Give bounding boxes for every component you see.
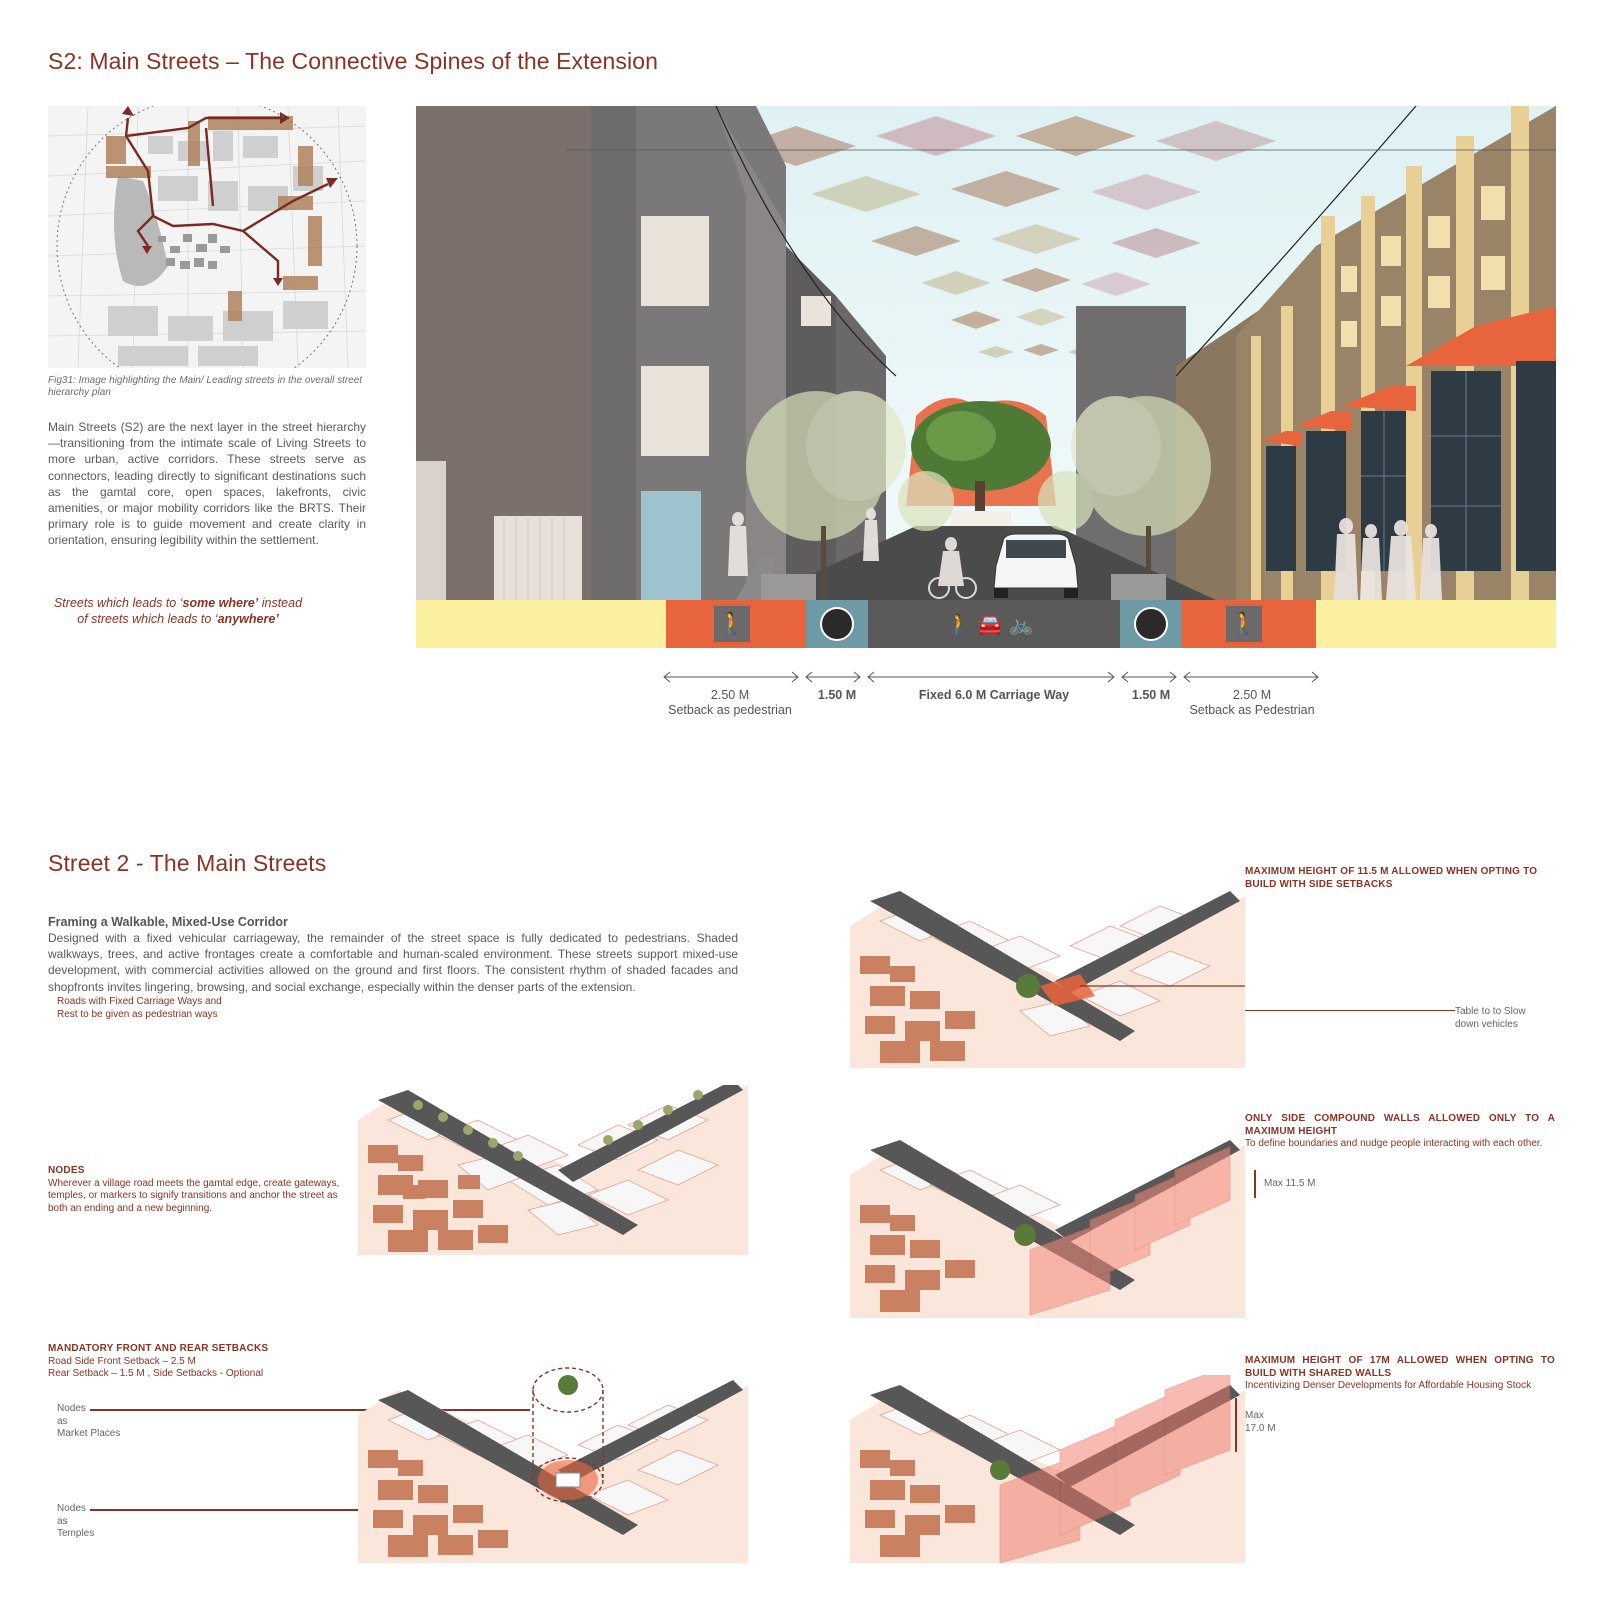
leader-line [90, 1409, 530, 1411]
axon-shared-walls-diagram [850, 1375, 1245, 1563]
rule-compound-walls: ONLY SIDE COMPOUND WALLS ALLOWED ONLY TO… [1245, 1113, 1555, 1149]
pedestrian-icon: 🚶 [718, 611, 746, 636]
axon-compound-wall-diagram [850, 1135, 1245, 1318]
dimension-left-tree-zone: 1.50 M [817, 688, 857, 702]
dimension-right-tree-zone: 1.50 M [1131, 688, 1171, 702]
rule-shared-walls: MAXIMUM HEIGHT OF 17M ALLOWED WHEN OPTIN… [1245, 1355, 1555, 1391]
hierarchy-map [48, 106, 366, 368]
rule-height-side-setbacks: MAXIMUM HEIGHT OF 11.5 M ALLOWED WHEN OP… [1245, 866, 1538, 890]
tagline-quote: Streets which leads to ‘some where’ inst… [53, 596, 303, 626]
street-section-strip [416, 600, 1556, 648]
pedestrian-icon: 🚶 [1230, 611, 1258, 636]
leader-line [1245, 1010, 1455, 1011]
dimension-lines [662, 670, 1320, 684]
dimension-carriageway: Fixed 6.0 M Carriage Way [918, 688, 1070, 702]
mixed-traffic-icons: 🚶🚘🚲 [946, 614, 1040, 636]
section-body: Designed with a fixed vehicular carriage… [48, 931, 738, 994]
map-caption: Fig31: Image highlighting the Main/ Lead… [48, 375, 363, 398]
height-marker [1254, 1170, 1256, 1198]
intro-paragraph: Main Streets (S2) are the next layer in … [48, 420, 366, 548]
section-title: Street 2 - The Main Streets [48, 850, 327, 876]
page-title: S2: Main Streets – The Connective Spines… [48, 48, 659, 74]
setbacks-block: MANDATORY FRONT AND REAR SETBACKS Road S… [48, 1343, 269, 1379]
axon-setbacks-diagram [358, 1365, 748, 1563]
leader-line [90, 1509, 530, 1511]
axon-table-diagram [850, 886, 1245, 1068]
axon-nodes-diagram [358, 1085, 748, 1255]
height-marker [1235, 1398, 1237, 1452]
nodes-block: NODES Wherever a village road meets the … [48, 1165, 340, 1214]
section-subtitle: Framing a Walkable, Mixed-Use Corridor [48, 915, 288, 929]
street-perspective-illustration [416, 106, 1556, 600]
max-height-label: Max 11.5 M [1264, 1178, 1316, 1189]
